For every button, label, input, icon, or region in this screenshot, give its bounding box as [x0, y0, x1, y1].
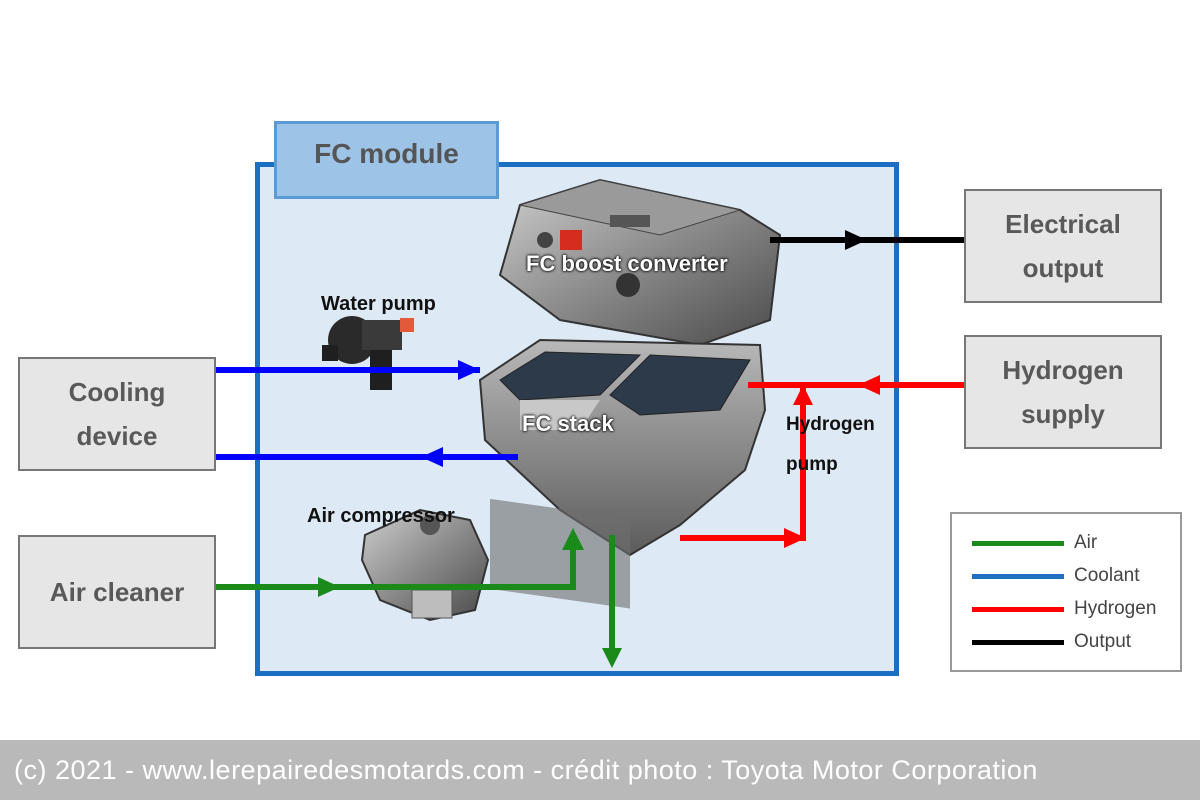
electrical-output-label-line1: Electrical [1005, 209, 1121, 239]
legend-swatch-output [972, 639, 1064, 645]
fc-module-title: FC module [274, 121, 499, 199]
fc-boost-converter-illustration [498, 178, 782, 347]
fc-stack-label: FC stack [522, 411, 614, 436]
cooling-device-label-line1: Cooling [68, 377, 166, 407]
hydrogen-pump-label-line1: Hydrogen [786, 414, 875, 435]
cooling-device-box: Cooling device [18, 357, 216, 471]
hydrogen-flow-lines [680, 375, 964, 548]
coolant-flow-lines [216, 360, 518, 467]
legend-swatch-air [972, 540, 1064, 546]
water-pump-label: Water pump [321, 293, 436, 315]
air-compressor-illustration [360, 508, 490, 622]
cooling-device-label-line2: device [76, 421, 158, 451]
hydrogen-pump-label: Hydrogen pump [786, 414, 875, 476]
legend-item-hydrogen: Hydrogen [972, 598, 1156, 619]
water-pump-illustration [322, 316, 414, 390]
air-cleaner-box: Air cleaner [18, 535, 216, 649]
hydrogen-pump-label-line2: pump [786, 454, 838, 475]
legend-item-air: Air [972, 532, 1097, 553]
fc-boost-converter-label: FC boost converter [526, 251, 728, 276]
hydrogen-supply-label-line1: Hydrogen [1002, 355, 1124, 385]
legend-item-coolant: Coolant [972, 565, 1140, 586]
copyright-footer: (c) 2021 - www.lerepairedesmotards.com -… [0, 740, 1200, 800]
legend-item-output: Output [972, 631, 1131, 652]
electrical-output-label-line2: output [1022, 253, 1104, 283]
hydrogen-supply-box: Hydrogen supply [964, 335, 1162, 449]
legend-swatch-hydrogen [972, 606, 1064, 612]
air-flow-lines [216, 528, 622, 668]
legend: Air Coolant Hydrogen Output [950, 512, 1182, 672]
air-cleaner-label: Air cleaner [49, 577, 185, 607]
copyright-text: (c) 2021 - www.lerepairedesmotards.com -… [14, 754, 1038, 785]
air-compressor-label: Air compressor [307, 505, 455, 527]
output-flow-line [770, 230, 964, 250]
fc-stack-illustration [478, 338, 767, 609]
legend-swatch-coolant [972, 573, 1064, 579]
electrical-output-box: Electrical output [964, 189, 1162, 303]
hydrogen-supply-label-line2: supply [1021, 399, 1105, 429]
